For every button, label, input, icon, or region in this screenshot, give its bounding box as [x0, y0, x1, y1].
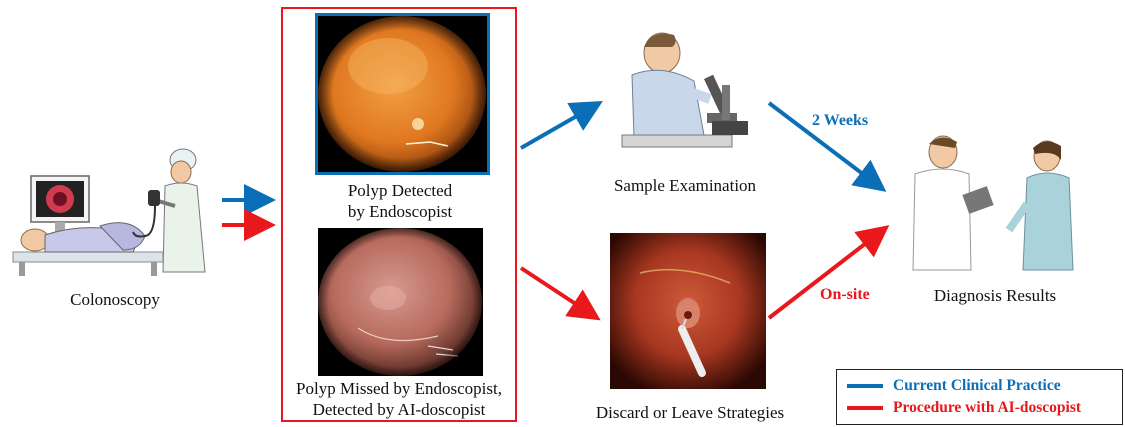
polyp-missed-line-2: Detected by AI-doscopist: [283, 399, 515, 420]
endoscopist-frame: [315, 13, 490, 175]
discard-strategy-image: [610, 233, 766, 389]
on-site-label: On-site: [820, 286, 870, 304]
colonoscopy-label: Colonoscopy: [20, 289, 210, 310]
diagnosis-results-label: Diagnosis Results: [900, 285, 1090, 306]
legend-label-ai-doscopist: Procedure with AI-doscopist: [893, 399, 1081, 417]
polyp-detected-image: [318, 16, 487, 172]
legend-item-ai-doscopist: Procedure with AI-doscopist: [847, 398, 1081, 418]
polyp-missed-image-container: [318, 228, 483, 376]
arrow-to-discard-leave: [521, 268, 594, 316]
legend-swatch-blue: [847, 384, 883, 388]
discard-image-container: [610, 233, 766, 389]
polyp-missed-line-1: Polyp Missed by Endoscopist,: [283, 378, 515, 399]
legend-swatch-red: [847, 406, 883, 410]
polyp-detected-line-2: by Endoscopist: [285, 201, 515, 222]
arrow-discard-to-diagnosis: [769, 230, 883, 318]
polyp-detected-label: Polyp Detected by Endoscopist: [285, 180, 515, 222]
doctor-patient-illustration: [905, 130, 1090, 275]
sample-examination-label: Sample Examination: [590, 175, 780, 196]
polyp-missed-label: Polyp Missed by Endoscopist, Detected by…: [283, 378, 515, 420]
colonoscopy-illustration: [5, 140, 210, 280]
discard-leave-label: Discard or Leave Strategies: [565, 402, 815, 423]
arrow-to-sample-examination: [521, 105, 596, 148]
microscope-scientist-illustration: [612, 25, 762, 165]
two-weeks-label: 2 Weeks: [812, 112, 868, 130]
legend-item-current-practice: Current Clinical Practice: [847, 376, 1061, 396]
legend-label-current-practice: Current Clinical Practice: [893, 377, 1061, 395]
legend: Current Clinical Practice Procedure with…: [836, 369, 1123, 425]
polyp-detected-line-1: Polyp Detected: [285, 180, 515, 201]
polyp-missed-image: [318, 228, 483, 376]
